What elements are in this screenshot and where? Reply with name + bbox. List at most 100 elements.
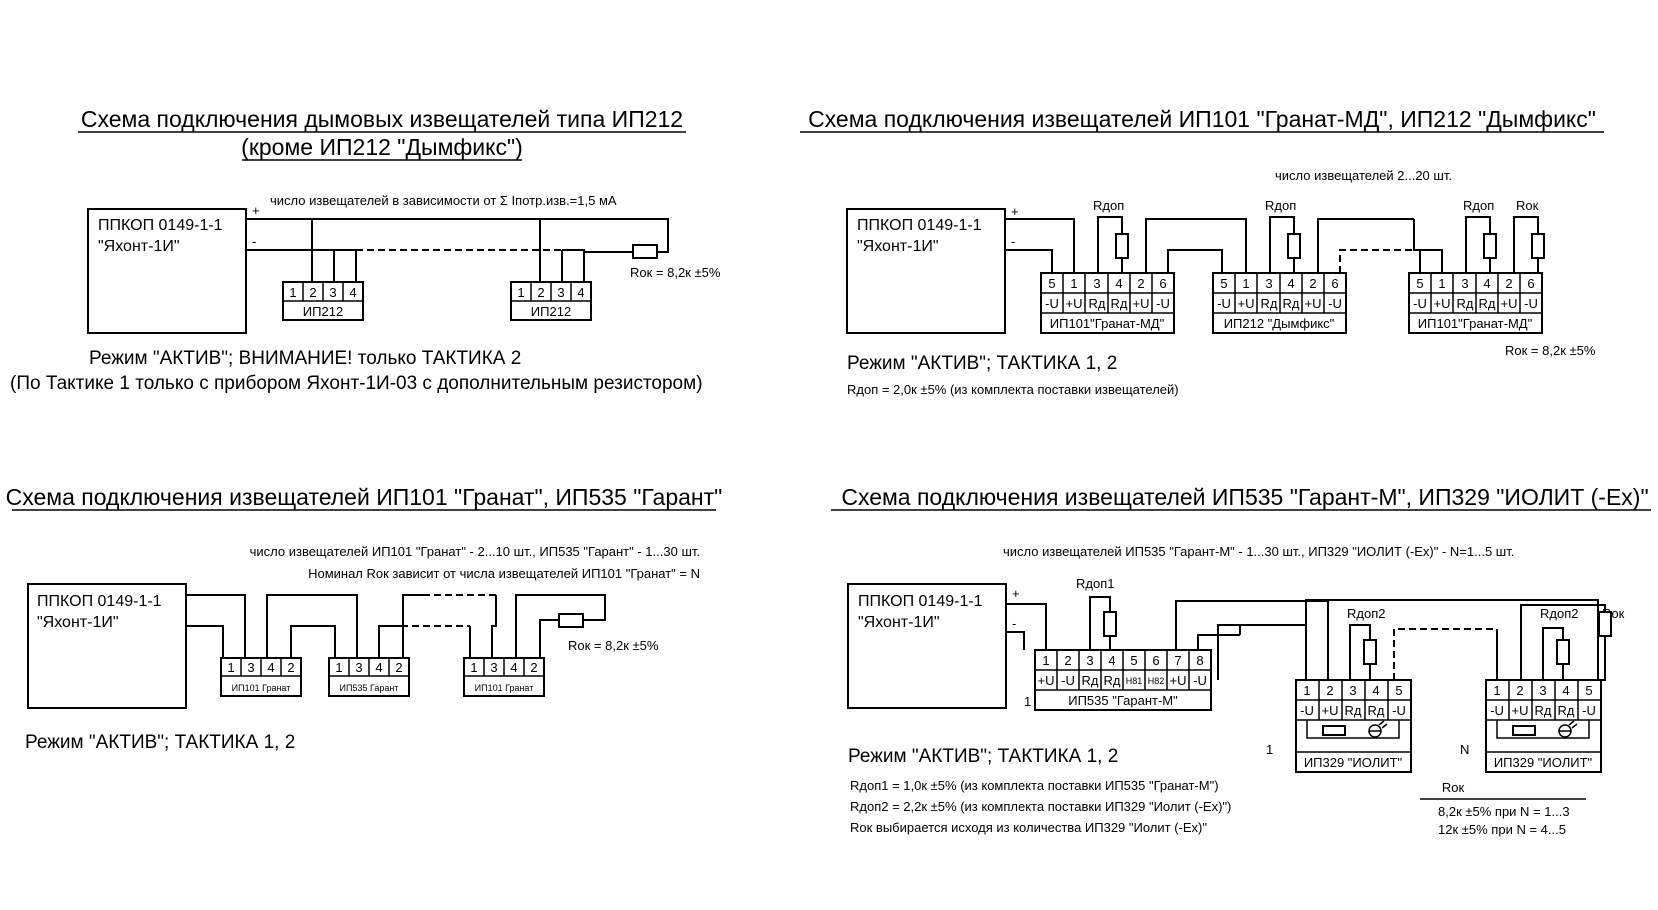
svg-text:-U: -U	[1490, 703, 1504, 718]
svg-text:1: 1	[1042, 653, 1049, 668]
svg-text:ИП101 Гранат: ИП101 Гранат	[475, 683, 534, 693]
svg-text:-U: -U	[1217, 296, 1231, 311]
svg-text:1: 1	[289, 285, 296, 300]
svg-text:Rд: Rд	[1368, 703, 1385, 718]
diagram2-end-resistor	[1531, 233, 1545, 259]
diagram4-garant-name: ИП535 "Гарант-М"	[1068, 693, 1178, 708]
svg-text:2: 2	[530, 660, 537, 675]
diagram2-rok-value: Rок = 8,2к ±5%	[1505, 343, 1596, 358]
svg-text:6: 6	[1331, 276, 1338, 291]
diagram1-detector-b-label: ИП212	[531, 304, 571, 319]
diagram3-panel-model: "Яхонт-1И"	[37, 614, 119, 631]
svg-text:4: 4	[510, 660, 517, 675]
svg-text:+U: +U	[1038, 673, 1055, 688]
diagram1-end-resistor	[632, 244, 658, 259]
diagram4-garant-index: 1	[1024, 694, 1031, 709]
svg-text:+U: +U	[1322, 703, 1339, 718]
svg-text:Rд: Rд	[1082, 673, 1099, 688]
diagram3-module-granat-2: 1 3 4 2 ИП101 Гранат	[463, 657, 545, 697]
diagram1-detector-a: 1 2 3 4 ИП212	[282, 281, 364, 321]
svg-text:-U: -U	[1582, 703, 1596, 718]
svg-text:3: 3	[355, 660, 362, 675]
svg-text:2: 2	[1064, 653, 1071, 668]
svg-text:+U: +U	[1501, 296, 1518, 311]
svg-text:Rд: Rд	[1261, 296, 1278, 311]
svg-text:-U: -U	[1328, 296, 1342, 311]
svg-text:1: 1	[1438, 276, 1445, 291]
diagram2-panel-name: ППКОП 0149-1-1	[857, 217, 982, 234]
diagram4-module-iolit-n: 1 2 3 4 5 -U +U Rд Rд -U ИП329 "ИОЛИТ"	[1485, 679, 1602, 773]
diagram2-rdop-a: Rдоп	[1093, 198, 1124, 213]
svg-text:3: 3	[329, 285, 336, 300]
svg-text:4: 4	[577, 285, 584, 300]
svg-text:3: 3	[1086, 653, 1093, 668]
svg-text:8: 8	[1196, 653, 1203, 668]
diagram1-plus-terminal: +	[252, 203, 260, 218]
svg-text:2: 2	[395, 660, 402, 675]
svg-text:Rд: Rд	[1111, 296, 1128, 311]
svg-text:4: 4	[349, 285, 356, 300]
svg-text:ИП535 Гарант: ИП535 Гарант	[340, 683, 399, 693]
svg-text:1: 1	[227, 660, 234, 675]
svg-text:1: 1	[1303, 683, 1310, 698]
diagram-ip212: Схема подключения дымовых извещателей ти…	[10, 106, 721, 394]
svg-text:+U: +U	[1066, 296, 1083, 311]
diagram2-module-dymfix: 5 1 3 4 2 6 -U +U Rд Rд +U -U ИП212 "Дым…	[1212, 272, 1347, 334]
diagram2-rdop-note: Rдоп = 2,0к ±5% (из комплекта поставки и…	[847, 382, 1179, 397]
diagram2-module3-label: ИП101"Гранат-МД"	[1418, 316, 1533, 331]
diagram4-panel-model: "Яхонт-1И"	[858, 614, 940, 631]
svg-text:5: 5	[1048, 276, 1055, 291]
svg-text:Rд: Rд	[1535, 703, 1552, 718]
diagram2-control-panel	[846, 208, 1006, 334]
svg-text:4: 4	[1115, 276, 1122, 291]
diagram2-module2-label: ИП212 "Дымфикс"	[1224, 316, 1335, 331]
diagram4-mode: Режим "АКТИВ"; ТАКТИКА 1, 2	[848, 746, 1118, 767]
diagram4-note3: Rок выбирается исходя из количества ИП32…	[850, 820, 1207, 835]
diagram3-mode: Режим "АКТИВ"; ТАКТИКА 1, 2	[25, 732, 295, 753]
svg-text:1: 1	[1070, 276, 1077, 291]
diagram3-panel-name: ППКОП 0149-1-1	[37, 593, 162, 610]
diagram4-count-note: число извещателей ИП535 "Гарант-М" - 1..…	[1003, 544, 1514, 559]
diagram-granat-garant: Схема подключения извещателей ИП101 "Гра…	[6, 484, 723, 753]
diagram2-rdop-b: Rдоп	[1265, 198, 1296, 213]
diagram1-control-panel	[87, 208, 247, 334]
diagram1-title-line1: Схема подключения дымовых извещателей ти…	[81, 106, 683, 132]
svg-text:-: -	[1011, 234, 1015, 249]
svg-text:-U: -U	[1392, 703, 1406, 718]
svg-text:3: 3	[1349, 683, 1356, 698]
diagram1-panel-model: "Яхонт-1И"	[98, 238, 180, 255]
diagram2-rok: Rок	[1516, 198, 1539, 213]
svg-text:2: 2	[1137, 276, 1144, 291]
svg-text:+U: +U	[1170, 673, 1187, 688]
diagram2-module1-label: ИП101"Гранат-МД"	[1050, 316, 1165, 331]
diagram3-module-granat-1: 1 3 4 2 ИП101 Гранат	[220, 657, 302, 697]
svg-text:ИП329 "ИОЛИТ": ИП329 "ИОЛИТ"	[1494, 755, 1593, 770]
svg-text:+: +	[1011, 204, 1019, 219]
diagram3-module-garant: 1 3 4 2 ИП535 Гарант	[328, 657, 410, 697]
svg-text:1: 1	[517, 285, 524, 300]
svg-text:1: 1	[335, 660, 342, 675]
diagram1-detector-b: 1 2 3 4 ИП212	[510, 281, 592, 321]
svg-text:Rд: Rд	[1104, 673, 1121, 688]
diagram1-title-line2: (кроме ИП212 "Дымфикс")	[241, 134, 523, 160]
svg-text:2: 2	[287, 660, 294, 675]
diagram-granat-md-dymfix: Схема подключения извещателей ИП101 "Гра…	[800, 106, 1604, 397]
diagram3-control-panel	[27, 583, 187, 709]
diagram2-module-granat-md-1: 5 1 3 4 2 6 -U +U Rд Rд +U -U ИП101"Гран…	[1040, 272, 1175, 334]
svg-text:5: 5	[1130, 653, 1137, 668]
diagram4-rdop2-resistor-b	[1556, 639, 1570, 665]
svg-text:ИП101 Гранат: ИП101 Гранат	[232, 683, 291, 693]
diagram2-rdop-c: Rдоп	[1463, 198, 1494, 213]
diagram2-mode: Режим "АКТИВ"; ТАКТИКА 1, 2	[847, 353, 1117, 374]
svg-text:4: 4	[1372, 683, 1379, 698]
svg-text:4: 4	[375, 660, 382, 675]
diagram4-rok-row1: 8,2к ±5% при N = 1...3	[1438, 804, 1570, 819]
diagram3-end-resistor	[558, 613, 584, 628]
diagram4-rok-row2: 12к ±5% при N = 4...5	[1438, 822, 1566, 837]
svg-text:5: 5	[1220, 276, 1227, 291]
svg-text:3: 3	[247, 660, 254, 675]
diagram4-rdop2-a: Rдоп2	[1347, 606, 1385, 621]
diagram4-module-iolit-1: 1 2 3 4 5 -U +U Rд Rд -U ИП329 "ИОЛИТ"	[1295, 679, 1412, 773]
diagram3-title: Схема подключения извещателей ИП101 "Гра…	[6, 484, 723, 510]
